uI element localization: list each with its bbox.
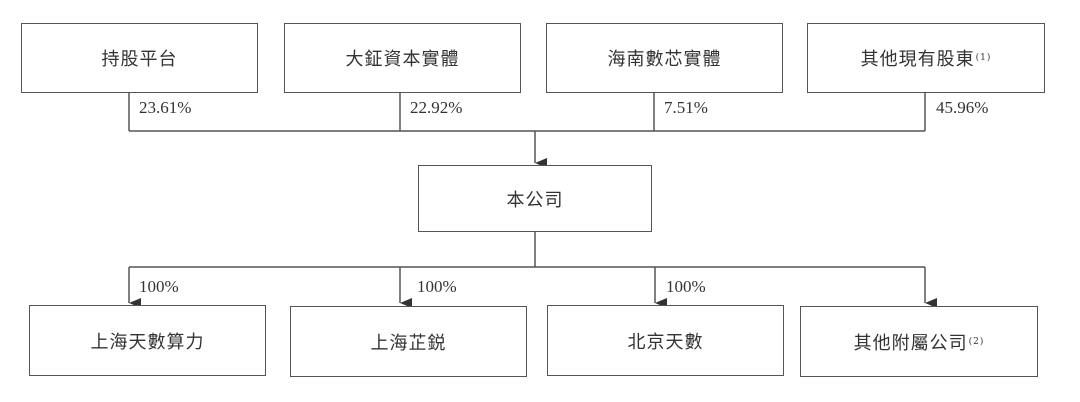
subsidiary-name: 北京天數	[627, 331, 704, 353]
stake-label: 45.96%	[936, 98, 989, 117]
shareholder-box: 其他現有股東(1)	[807, 23, 1045, 93]
stake-label: 100%	[139, 277, 179, 296]
shareholder-name: 大鉦資本實體	[345, 49, 460, 70]
stake-label: 100%	[666, 277, 706, 296]
stake-label: 100%	[417, 277, 457, 296]
subsidiary-name: 其他附屬公司	[853, 332, 968, 354]
shareholder-box: 海南數芯實體	[546, 23, 783, 93]
stake-label: 23.61%	[139, 98, 192, 117]
subsidiary-box: 其他附屬公司(2)	[800, 306, 1038, 377]
shareholder-box: 持股平台	[21, 23, 258, 93]
shareholder-name: 海南數芯實體	[607, 49, 722, 70]
stake-label: 7.51%	[664, 98, 708, 117]
company-box: 本公司	[418, 165, 652, 232]
subsidiary-box: 北京天數	[547, 305, 784, 376]
subsidiary-box: 上海天數算力	[29, 305, 266, 376]
subsidiary-box: 上海芷鋭	[290, 306, 527, 377]
shareholder-box: 大鉦資本實體	[284, 23, 521, 93]
stake-label: 22.92%	[410, 98, 463, 117]
subsidiary-name: 上海芷鋭	[370, 332, 447, 354]
company-name: 本公司	[506, 189, 564, 211]
shareholder-name: 持股平台	[101, 49, 178, 70]
subsidiary-name: 上海天數算力	[90, 331, 205, 353]
footnote-marker: (1)	[975, 53, 992, 63]
footnote-marker: (2)	[968, 336, 985, 347]
shareholder-name: 其他現有股東	[860, 49, 975, 70]
